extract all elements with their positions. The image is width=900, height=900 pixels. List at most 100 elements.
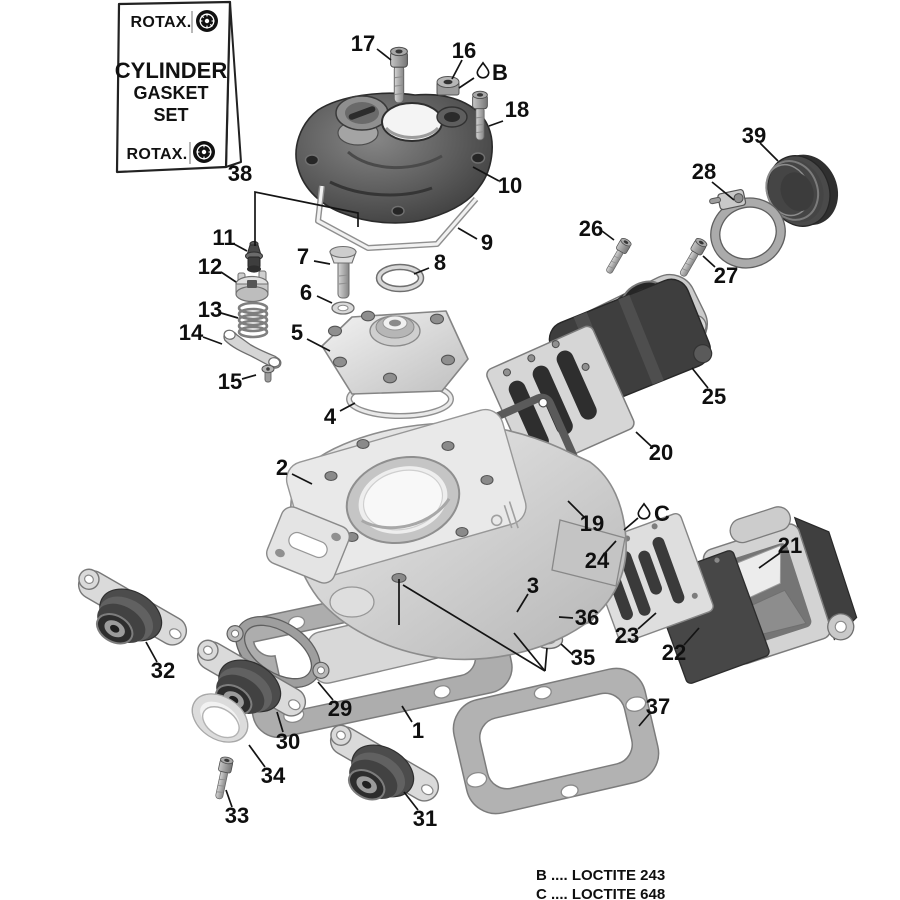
callout-3: 3 bbox=[527, 573, 539, 598]
leader-20 bbox=[635, 431, 652, 447]
part-7-hex-bolt bbox=[329, 245, 357, 299]
part-8-o-ring bbox=[375, 263, 425, 293]
leader-stud-c bbox=[402, 584, 546, 672]
part-28-hose-clamp bbox=[709, 188, 786, 269]
leader-33 bbox=[225, 789, 233, 808]
leader-25 bbox=[691, 367, 709, 389]
leader-29 bbox=[317, 681, 334, 701]
part-6-washer bbox=[331, 301, 355, 315]
leader-35 bbox=[560, 643, 574, 656]
leader-23 bbox=[637, 612, 657, 630]
leader-12 bbox=[220, 271, 237, 283]
callout-18: 18 bbox=[505, 97, 529, 122]
callout-30: 30 bbox=[276, 729, 300, 754]
leader-14 bbox=[202, 336, 223, 345]
package-title-line3: SET bbox=[153, 105, 188, 125]
part-27-screw bbox=[676, 236, 709, 280]
callout-26: 26 bbox=[579, 216, 603, 241]
leader-19 bbox=[567, 500, 585, 518]
callout-20: 20 bbox=[649, 440, 673, 465]
legend-loctite-b: B .... LOCTITE 243 bbox=[536, 867, 665, 884]
callout-9: 9 bbox=[481, 230, 493, 255]
part-14-bracket bbox=[223, 329, 282, 369]
part-12-retainer-cup bbox=[235, 270, 269, 303]
callout-29: 29 bbox=[328, 696, 352, 721]
loctite-drop-icon bbox=[476, 62, 490, 79]
leader-18 bbox=[488, 120, 504, 127]
part-13-spring bbox=[237, 301, 269, 339]
callout-37: 37 bbox=[646, 694, 670, 719]
leader-valve-install bbox=[254, 190, 359, 246]
leader-6 bbox=[316, 295, 333, 304]
callout-8: 8 bbox=[434, 250, 446, 275]
part-39-cap bbox=[765, 154, 839, 227]
part-32-exhaust-flange bbox=[57, 562, 194, 674]
callout-32: 32 bbox=[151, 658, 175, 683]
callout-17: 17 bbox=[351, 31, 375, 56]
leader-1 bbox=[401, 705, 413, 723]
callout-24: 24 bbox=[585, 548, 610, 573]
loctite-drop-icon bbox=[637, 503, 651, 520]
part-2-cylinder bbox=[266, 408, 627, 684]
leader-26 bbox=[601, 230, 615, 241]
leader-16 bbox=[451, 59, 463, 80]
callout-6: 6 bbox=[300, 280, 312, 305]
callout-23: 23 bbox=[615, 623, 639, 648]
leader-34 bbox=[248, 744, 266, 768]
leader-marker-c bbox=[623, 517, 639, 531]
package-title-line2: GASKET bbox=[133, 83, 208, 103]
callout-labels: 1 2 3 4 5 6 7 8 9 10 11 12 13 14 15 16 1… bbox=[151, 31, 802, 831]
callout-33: 33 bbox=[225, 803, 249, 828]
leader-4 bbox=[339, 402, 356, 412]
callout-34: 34 bbox=[261, 763, 286, 788]
callout-22: 22 bbox=[662, 640, 686, 665]
leader-28 bbox=[711, 181, 735, 201]
leader-2 bbox=[291, 473, 313, 485]
callout-36: 36 bbox=[575, 605, 599, 630]
leader-11 bbox=[233, 243, 248, 252]
leader-17 bbox=[376, 48, 392, 61]
callout-28: 28 bbox=[692, 159, 716, 184]
callout-2: 2 bbox=[276, 455, 288, 480]
callout-1: 1 bbox=[412, 718, 424, 743]
leader-24 bbox=[604, 540, 617, 554]
callout-15: 15 bbox=[218, 369, 242, 394]
callout-7: 7 bbox=[297, 244, 309, 269]
callout-14: 14 bbox=[179, 320, 204, 345]
leader-lines bbox=[145, 48, 781, 811]
leader-7 bbox=[313, 260, 331, 265]
callout-13: 13 bbox=[198, 297, 222, 322]
part-16-sleeve-nut bbox=[436, 76, 460, 96]
part-9-head-gasket-ring bbox=[315, 185, 479, 251]
leader-22 bbox=[683, 627, 700, 646]
part-11-valve bbox=[245, 240, 263, 273]
part-15-screw bbox=[261, 364, 275, 383]
marker-b-label: B bbox=[492, 60, 508, 85]
part-34-ring bbox=[191, 693, 249, 743]
leader-31 bbox=[403, 791, 419, 811]
callout-5: 5 bbox=[291, 320, 303, 345]
package-title-line1: CYLINDER bbox=[115, 58, 228, 83]
callout-11: 11 bbox=[212, 225, 235, 250]
leader-stud-a bbox=[513, 632, 546, 672]
legend-loctite-c: C .... LOCTITE 648 bbox=[536, 886, 665, 900]
leader-8 bbox=[413, 267, 430, 275]
leader-10 bbox=[472, 166, 500, 182]
part-38-gasket-set-package: ROTAX. CYLINDER GASKET SET ROTAX. bbox=[115, 0, 242, 174]
callout-21: 21 bbox=[778, 533, 802, 558]
callout-35: 35 bbox=[571, 645, 595, 670]
callout-16: 16 bbox=[452, 38, 476, 63]
leader-39 bbox=[759, 142, 779, 162]
part-37-base-gasket bbox=[452, 667, 660, 815]
callout-39: 39 bbox=[742, 123, 766, 148]
callout-12: 12 bbox=[198, 254, 222, 279]
callout-4: 4 bbox=[324, 404, 337, 429]
part-10-cylinder-head-cover bbox=[295, 92, 493, 224]
brand-logo-icon bbox=[196, 10, 218, 32]
callout-38: 38 bbox=[228, 161, 252, 186]
part-33-screw bbox=[212, 755, 235, 801]
leader-15 bbox=[241, 374, 257, 380]
leader-36 bbox=[558, 616, 574, 619]
